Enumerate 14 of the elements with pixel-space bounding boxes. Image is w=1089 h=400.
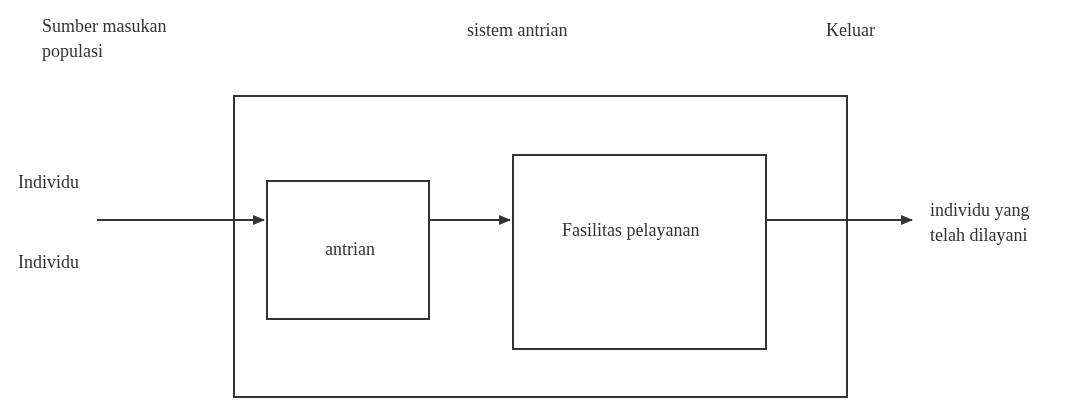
arrow [96, 215, 265, 225]
arrow [427, 215, 511, 225]
text-label: sistem antrian [467, 19, 569, 42]
text-label: Individu [18, 251, 80, 274]
system-box [233, 95, 848, 398]
text-label: Individu [18, 171, 80, 194]
box-label: Fasilitas pelayanan [562, 219, 701, 242]
text-label: Sumber masukan populasi [42, 15, 168, 64]
output-label: individu yang telah dilayani [930, 199, 1031, 248]
process-box [266, 180, 430, 320]
arrow [764, 215, 913, 225]
box-label: antrian [324, 238, 376, 261]
text-label: Keluar [826, 19, 876, 42]
process-box [512, 154, 767, 350]
